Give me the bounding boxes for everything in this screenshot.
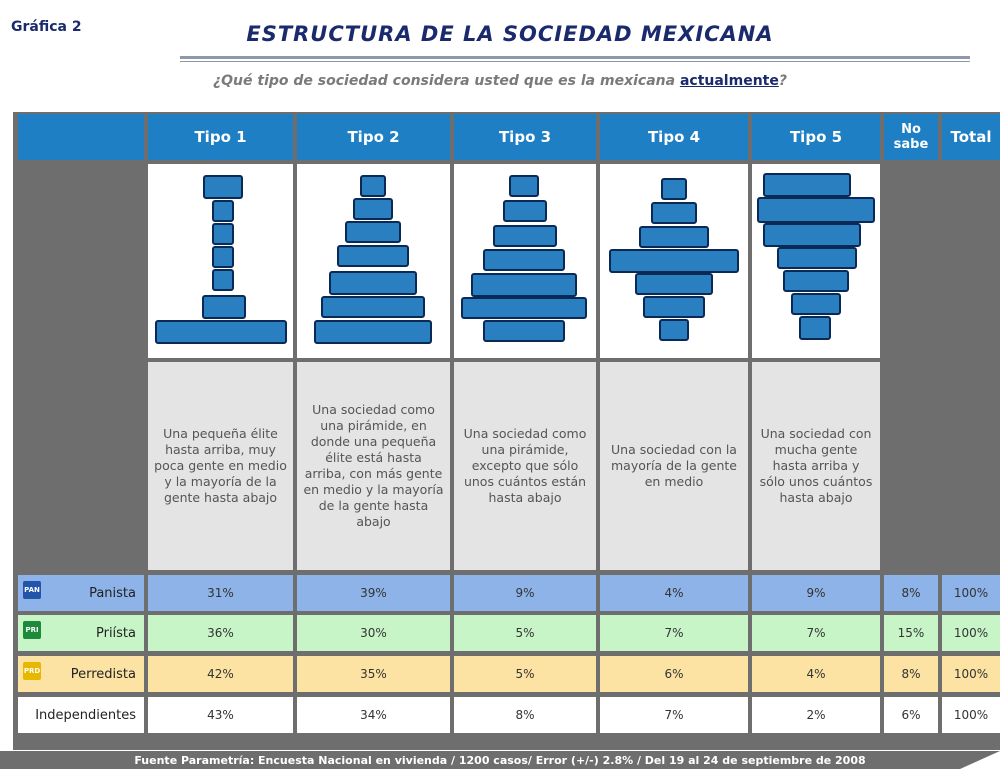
survey-question: ¿Qué tipo de sociedad considera usted qu… [0, 73, 1000, 89]
table-cell: 30% [297, 615, 450, 651]
table-cell: 36% [148, 615, 293, 651]
table-cell: 7% [600, 697, 748, 733]
description-tipo-3: Una sociedad como una pirámide, excepto … [454, 362, 596, 570]
tipo-4-shape [609, 178, 739, 341]
row-label-text: Priísta [95, 625, 136, 641]
chart-title: ESTRUCTURA DE LA SOCIEDAD MEXICANA [246, 22, 774, 46]
question-emphasis: actualmente [679, 73, 779, 89]
table-cell: 42% [148, 656, 293, 692]
table-cell: 100% [942, 656, 1000, 692]
col-header-tipo-2: Tipo 2 [297, 114, 450, 160]
no-sabe-line1: No [901, 122, 921, 137]
table-cell: 8% [884, 656, 938, 692]
row-label-text: Perredista [70, 666, 136, 682]
picture-tipo-1 [148, 164, 293, 358]
tipo-2-shape [314, 175, 432, 344]
col-header-tipo-1: Tipo 1 [148, 114, 293, 160]
table-cell: 4% [752, 656, 880, 692]
table-cell: 6% [884, 697, 938, 733]
row-label-text: Panista [89, 585, 136, 601]
table-cell: 6% [600, 656, 748, 692]
question-text: ¿Qué tipo de sociedad considera usted qu… [213, 73, 680, 89]
col-header-tipo-3: Tipo 3 [454, 114, 596, 160]
col-header-total: Total [942, 114, 1000, 160]
table-cell: 31% [148, 575, 293, 611]
tipo-5-shape [757, 173, 875, 340]
row-label-1: PRI Priísta [18, 615, 144, 651]
corner-cell [18, 114, 144, 160]
table-cell: 15% [884, 615, 938, 651]
table-cell: 5% [454, 656, 596, 692]
row-label-0: PAN Panista [18, 575, 144, 611]
party-logo-icon: PRD [23, 662, 41, 680]
col-header-no-sabe: No sabe [884, 114, 938, 160]
description-tipo-1: Una pequeña élite hasta arriba, muy poca… [148, 362, 293, 570]
col-header-tipo-5: Tipo 5 [752, 114, 880, 160]
table-cell: 8% [884, 575, 938, 611]
picture-tipo-4 [600, 164, 748, 358]
party-logo-icon: PAN [23, 581, 41, 599]
picture-tipo-2 [297, 164, 450, 358]
table-cell: 100% [942, 615, 1000, 651]
party-logo-icon: PRI [23, 621, 41, 639]
description-tipo-4: Una sociedad con la mayoría de la gente … [600, 362, 748, 570]
footer-corner [960, 751, 1000, 769]
col-header-tipo-4: Tipo 4 [600, 114, 748, 160]
title-rule [180, 56, 970, 59]
table-cell: 100% [942, 575, 1000, 611]
tipo-3-shape [461, 175, 587, 342]
title-rule-thin [180, 61, 970, 62]
no-sabe-line2: sabe [893, 137, 929, 152]
table-cell: 4% [600, 575, 748, 611]
table-cell: 2% [752, 697, 880, 733]
table-cell: 5% [454, 615, 596, 651]
description-tipo-2: Una sociedad como una pirámide, en donde… [297, 362, 450, 570]
picture-tipo-5 [752, 164, 880, 358]
table-cell: 7% [600, 615, 748, 651]
row-label-text: Independientes [35, 707, 136, 723]
table-cell: 9% [454, 575, 596, 611]
table-cell: 8% [454, 697, 596, 733]
tipo-1-shape [155, 175, 287, 344]
row-label-3: Independientes [18, 697, 144, 733]
row-label-2: PRD Perredista [18, 656, 144, 692]
grafica-label: Gráfica 2 [11, 19, 82, 35]
table-cell: 35% [297, 656, 450, 692]
table-cell: 9% [752, 575, 880, 611]
source-footer: Fuente Parametría: Encuesta Nacional en … [0, 751, 1000, 769]
table-cell: 100% [942, 697, 1000, 733]
picture-tipo-3 [454, 164, 596, 358]
description-tipo-5: Una sociedad con mucha gente hasta arrib… [752, 362, 880, 570]
table-cell: 34% [297, 697, 450, 733]
question-mark: ? [778, 73, 787, 89]
table-cell: 39% [297, 575, 450, 611]
table-cell: 43% [148, 697, 293, 733]
table-cell: 7% [752, 615, 880, 651]
